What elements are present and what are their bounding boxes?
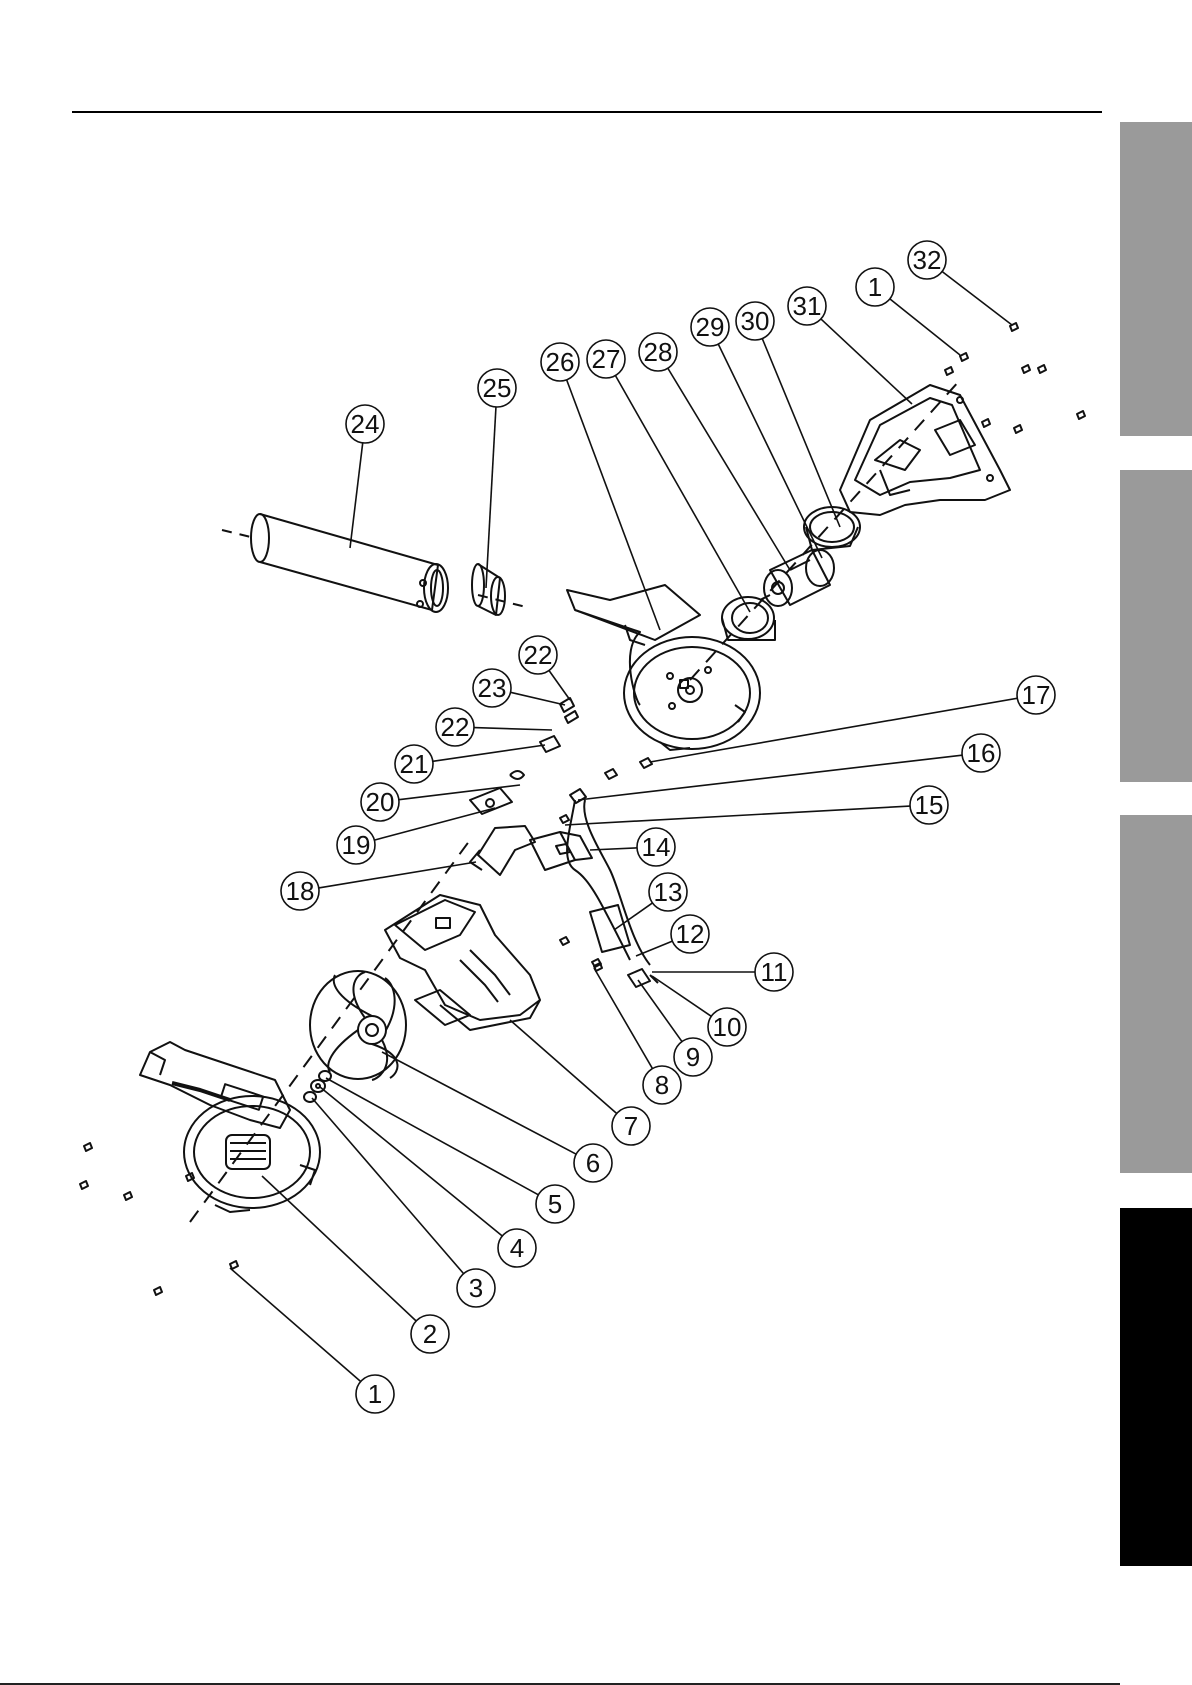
callout-leader-31 bbox=[821, 319, 912, 404]
callout-number-12: 12 bbox=[676, 919, 705, 949]
callout-leader-21 bbox=[433, 745, 545, 761]
blower-tube bbox=[251, 514, 448, 612]
front-housing bbox=[140, 1042, 320, 1212]
callout-number-29: 29 bbox=[696, 312, 725, 342]
callout-leader-28 bbox=[668, 368, 790, 570]
callout-leader-1 bbox=[230, 1268, 361, 1382]
callout-leader-16 bbox=[578, 755, 962, 800]
callout-leader-23 bbox=[511, 692, 565, 705]
callout-number-24: 24 bbox=[351, 409, 380, 439]
callout-leader-18 bbox=[319, 862, 476, 888]
trigger bbox=[470, 826, 535, 875]
switch bbox=[530, 832, 592, 870]
callout-number-22: 22 bbox=[524, 640, 553, 670]
callout-number-5: 5 bbox=[548, 1189, 562, 1219]
axis-line-rear bbox=[690, 380, 960, 680]
callout-leader-29 bbox=[718, 344, 822, 558]
callout-number-3: 3 bbox=[469, 1273, 483, 1303]
callout-leader-22 bbox=[549, 670, 570, 700]
callout-leader-2 bbox=[262, 1176, 416, 1321]
callout-number-1: 1 bbox=[868, 272, 882, 302]
callout-number-10: 10 bbox=[713, 1012, 742, 1042]
motor bbox=[760, 550, 834, 606]
callout-number-6: 6 bbox=[586, 1148, 600, 1178]
axis-line-main bbox=[190, 840, 470, 1222]
callout-number-9: 9 bbox=[686, 1042, 700, 1072]
top-right-screws bbox=[945, 323, 1085, 433]
callout-number-11: 11 bbox=[761, 957, 788, 987]
tube-ring bbox=[472, 564, 505, 615]
fan-washers bbox=[304, 1071, 331, 1102]
front-housing-screws bbox=[80, 1143, 238, 1295]
callout-number-27: 27 bbox=[592, 344, 621, 374]
callout-leader-1 bbox=[890, 299, 960, 355]
callout-number-2: 2 bbox=[423, 1319, 437, 1349]
callout-number-4: 4 bbox=[510, 1233, 524, 1263]
handle-housing-half bbox=[840, 385, 1010, 515]
motor-end-cap bbox=[804, 507, 860, 550]
callout-number-32: 32 bbox=[913, 245, 942, 275]
callout-number-18: 18 bbox=[286, 876, 315, 906]
callout-number-28: 28 bbox=[644, 337, 673, 367]
fan-impeller bbox=[310, 971, 406, 1080]
callout-number-25: 25 bbox=[483, 373, 512, 403]
callout-leader-25 bbox=[486, 407, 496, 588]
callout-leader-12 bbox=[636, 941, 672, 956]
callout-number-21: 21 bbox=[400, 749, 429, 779]
callout-leader-13 bbox=[614, 903, 652, 930]
callout-leader-30 bbox=[762, 339, 840, 527]
callout-leader-7 bbox=[510, 1020, 617, 1113]
callout-number-1: 1 bbox=[368, 1379, 382, 1409]
callout-number-22: 22 bbox=[441, 712, 470, 742]
callout-number-14: 14 bbox=[642, 832, 671, 862]
callout-leader-24 bbox=[350, 443, 363, 548]
wiring-harness bbox=[567, 800, 658, 987]
callout-number-15: 15 bbox=[915, 790, 944, 820]
switch-lock-parts bbox=[470, 698, 578, 814]
callout-leader-22 bbox=[474, 728, 552, 730]
rear-housing bbox=[567, 585, 760, 750]
callout-leader-27 bbox=[615, 376, 750, 612]
callout-number-31: 31 bbox=[793, 291, 822, 321]
callout-number-26: 26 bbox=[546, 347, 575, 377]
callout-leader-5 bbox=[326, 1078, 538, 1195]
callout-number-30: 30 bbox=[741, 306, 770, 336]
callout-number-20: 20 bbox=[366, 787, 395, 817]
callout-number-8: 8 bbox=[655, 1070, 669, 1100]
part-callouts: 1234567891011121314151617181920212223222… bbox=[230, 241, 1055, 1413]
callout-number-17: 17 bbox=[1022, 680, 1051, 710]
handle-housing bbox=[385, 895, 540, 1030]
callout-leader-9 bbox=[638, 980, 682, 1042]
motor-mount-ring bbox=[722, 597, 775, 640]
callout-number-23: 23 bbox=[478, 673, 507, 703]
callout-number-13: 13 bbox=[654, 877, 683, 907]
callout-leader-14 bbox=[590, 848, 637, 850]
callout-number-19: 19 bbox=[342, 830, 371, 860]
callout-leader-15 bbox=[565, 806, 910, 825]
callout-number-16: 16 bbox=[967, 738, 996, 768]
callout-number-7: 7 bbox=[624, 1111, 638, 1141]
callout-leader-32 bbox=[942, 272, 1012, 325]
callout-leader-20 bbox=[399, 785, 520, 800]
callout-leader-6 bbox=[382, 1052, 576, 1154]
callout-leader-10 bbox=[652, 976, 711, 1016]
